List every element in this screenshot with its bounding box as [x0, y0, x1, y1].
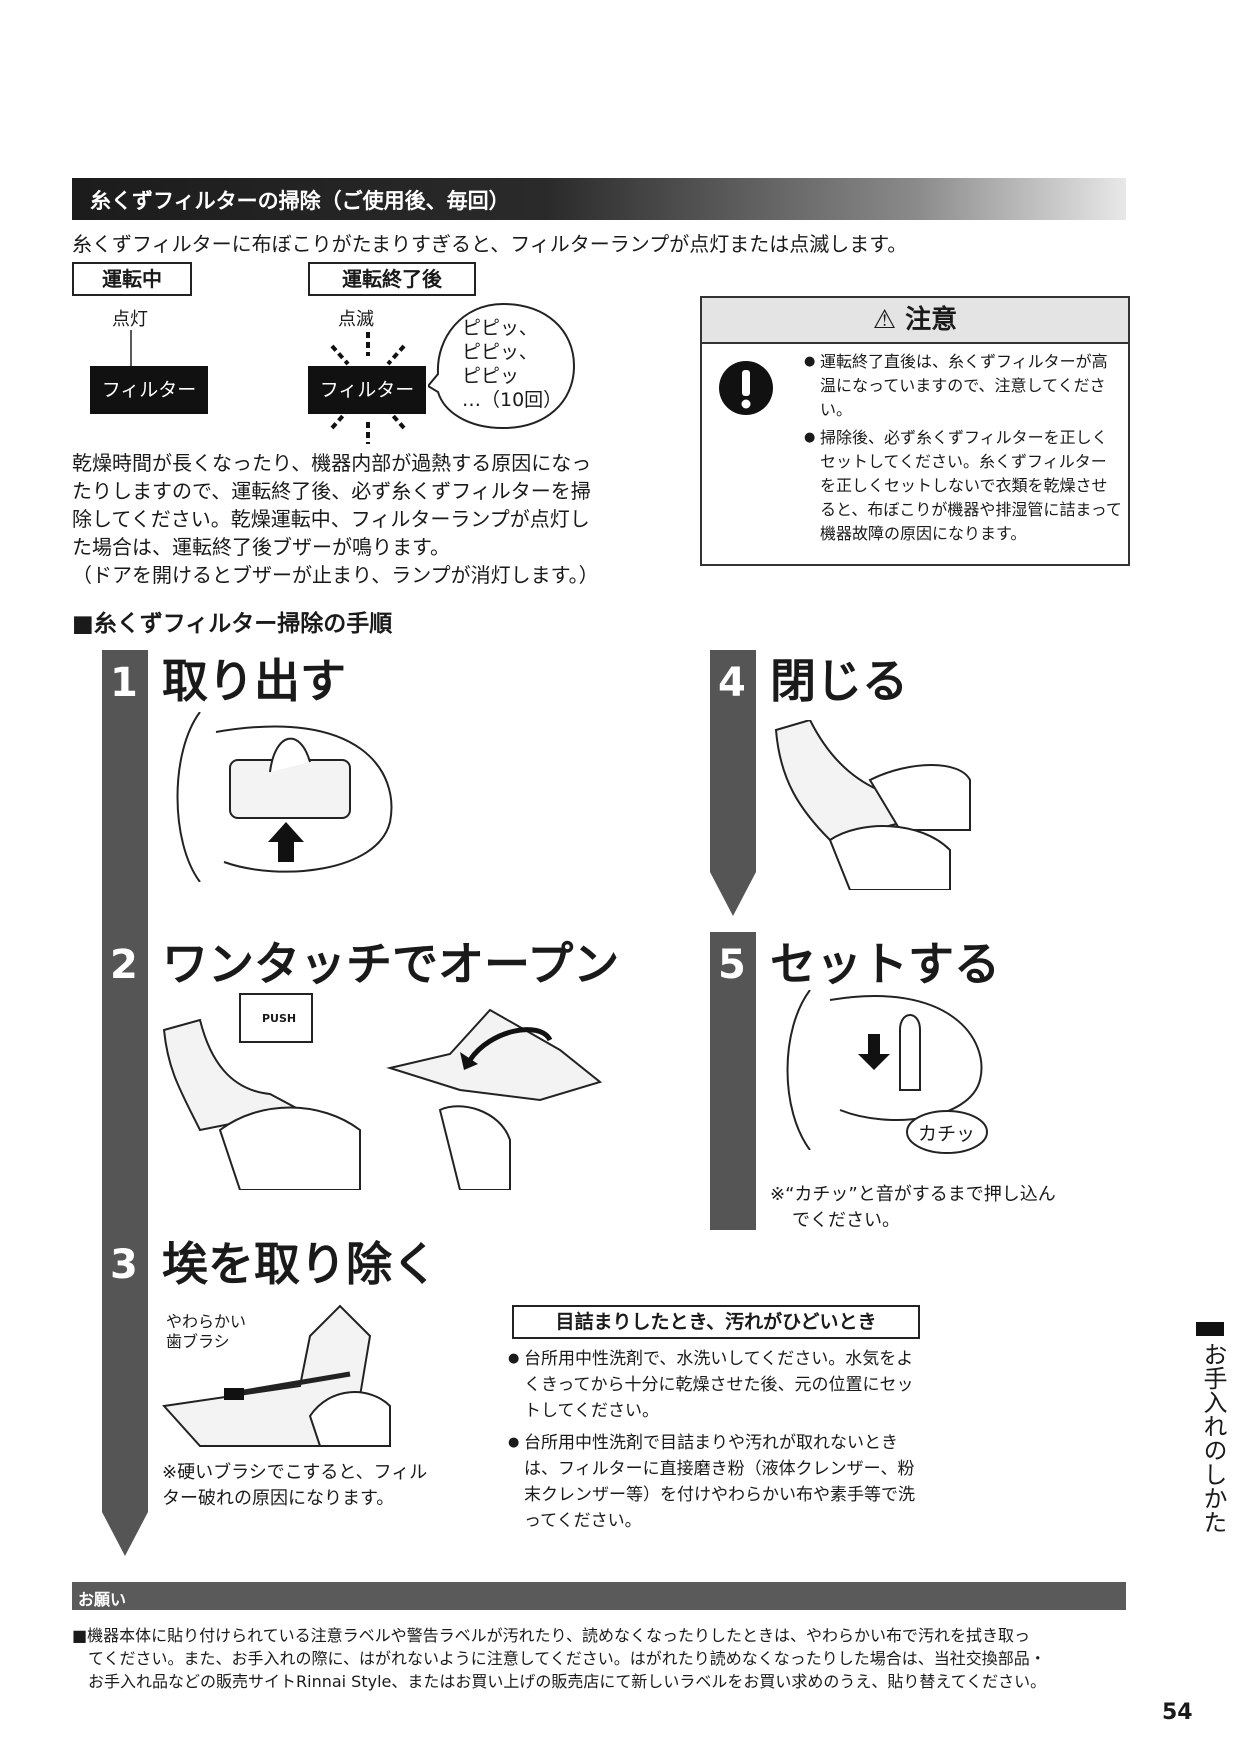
step-4-title: 閉じる: [770, 654, 908, 708]
finished-filter-panel: フィルター: [308, 366, 426, 414]
beep-text: ピピッ、 ピピッ、 ピピッ …（10回）: [462, 317, 563, 411]
step-3-illustration: [162, 1304, 391, 1447]
step-1-title: 取り出す: [162, 654, 346, 708]
step-3-title: 埃を取り除く: [162, 1237, 438, 1291]
step-3-note: ※硬いブラシでこすると、フィル ター破れの原因になります。: [162, 1462, 428, 1509]
click-bubble: [906, 1110, 988, 1154]
page-number: 54: [1162, 1700, 1193, 1725]
step-1-illustration: [176, 712, 393, 882]
click-label: カチッ: [918, 1123, 976, 1145]
clog-item: 台所用中性洗剤で目詰まりや汚れが取れないときは、フィルターに直接磨き粉（液体クレ…: [508, 1430, 928, 1534]
explanation-paragraph: 乾燥時間が長くなったり、機器内部が過熱する原因になっ たりしますので、運転終了後…: [72, 451, 599, 587]
push-label: PUSH: [262, 1012, 297, 1025]
caution-box: ⚠ 注意 運転終了直後は、糸くずフィルターが高温になっていますので、注意してくだ…: [700, 296, 1130, 566]
finished-lamp-label: 点滅: [338, 309, 374, 330]
steps-1-3-arrow: [102, 650, 148, 1556]
caution-item: 掃除後、必ず糸くずフィルターを正しくセットしてください。糸くずフィルターを正しく…: [804, 426, 1122, 546]
step-5-note: ※“カチッ”と音がするまで押し込ん でください。: [770, 1184, 1056, 1231]
step-1-number: 1: [110, 660, 138, 706]
section-title: 糸くずフィルターの掃除（ご使用後、毎回）: [90, 189, 510, 213]
step-5-bar: [710, 932, 756, 1230]
request-header: お願い: [72, 1582, 1126, 1610]
caution-title: 注意: [905, 305, 958, 335]
warning-triangle-icon: ⚠: [872, 305, 897, 335]
exclamation-icon: [719, 361, 773, 415]
request-text: ■機器本体に貼り付けられている注意ラベルや警告ラベルが汚れたり、読めなくなったり…: [72, 1626, 1047, 1691]
step-4-illustration: [774, 720, 971, 890]
clog-title: 目詰まりしたとき、汚れがひどいとき: [512, 1305, 920, 1339]
procedure-title: ■糸くずフィルター掃除の手順: [72, 611, 393, 637]
step-4-number: 4: [718, 660, 746, 706]
step-5-illustration: [786, 990, 983, 1150]
step-2-illustration: [162, 993, 603, 1190]
intro-text: 糸くずフィルターに布ぼこりがたまりすぎると、フィルターランプが点灯または点滅しま…: [72, 232, 908, 256]
step-4-arrow: [710, 650, 756, 916]
caution-header: ⚠ 注意: [702, 298, 1128, 344]
running-lamp-label: 点灯: [112, 309, 148, 330]
side-label: お手入れのしかた: [1199, 1342, 1227, 1534]
side-tab-marker: [1196, 1322, 1224, 1336]
step-2-number: 2: [110, 942, 138, 988]
request-title: お願い: [78, 1590, 127, 1609]
step-3-number: 3: [110, 1242, 138, 1288]
running-label: 運転中: [72, 262, 192, 296]
beep-bubble: [428, 302, 576, 430]
step-5-title: セットする: [770, 937, 1000, 991]
section-header: 糸くずフィルターの掃除（ご使用後、毎回）: [72, 178, 1126, 220]
brush-label: やわらかい 歯ブラシ: [166, 1312, 247, 1351]
step-2-title: ワンタッチでオープン: [162, 937, 620, 991]
caution-item: 運転終了直後は、糸くずフィルターが高温になっていますので、注意してください。: [804, 350, 1122, 422]
running-filter-panel: フィルター: [90, 366, 208, 414]
clog-list: 台所用中性洗剤で、水洗いしてください。水気をよくきってから十分に乾燥させた後、元…: [508, 1346, 928, 1540]
step-5-number: 5: [718, 942, 746, 988]
clog-item: 台所用中性洗剤で、水洗いしてください。水気をよくきってから十分に乾燥させた後、元…: [508, 1346, 928, 1424]
caution-list: 運転終了直後は、糸くずフィルターが高温になっていますので、注意してください。 掃…: [804, 350, 1122, 550]
finished-label: 運転終了後: [308, 262, 476, 296]
blink-rays-icon: [330, 332, 406, 444]
